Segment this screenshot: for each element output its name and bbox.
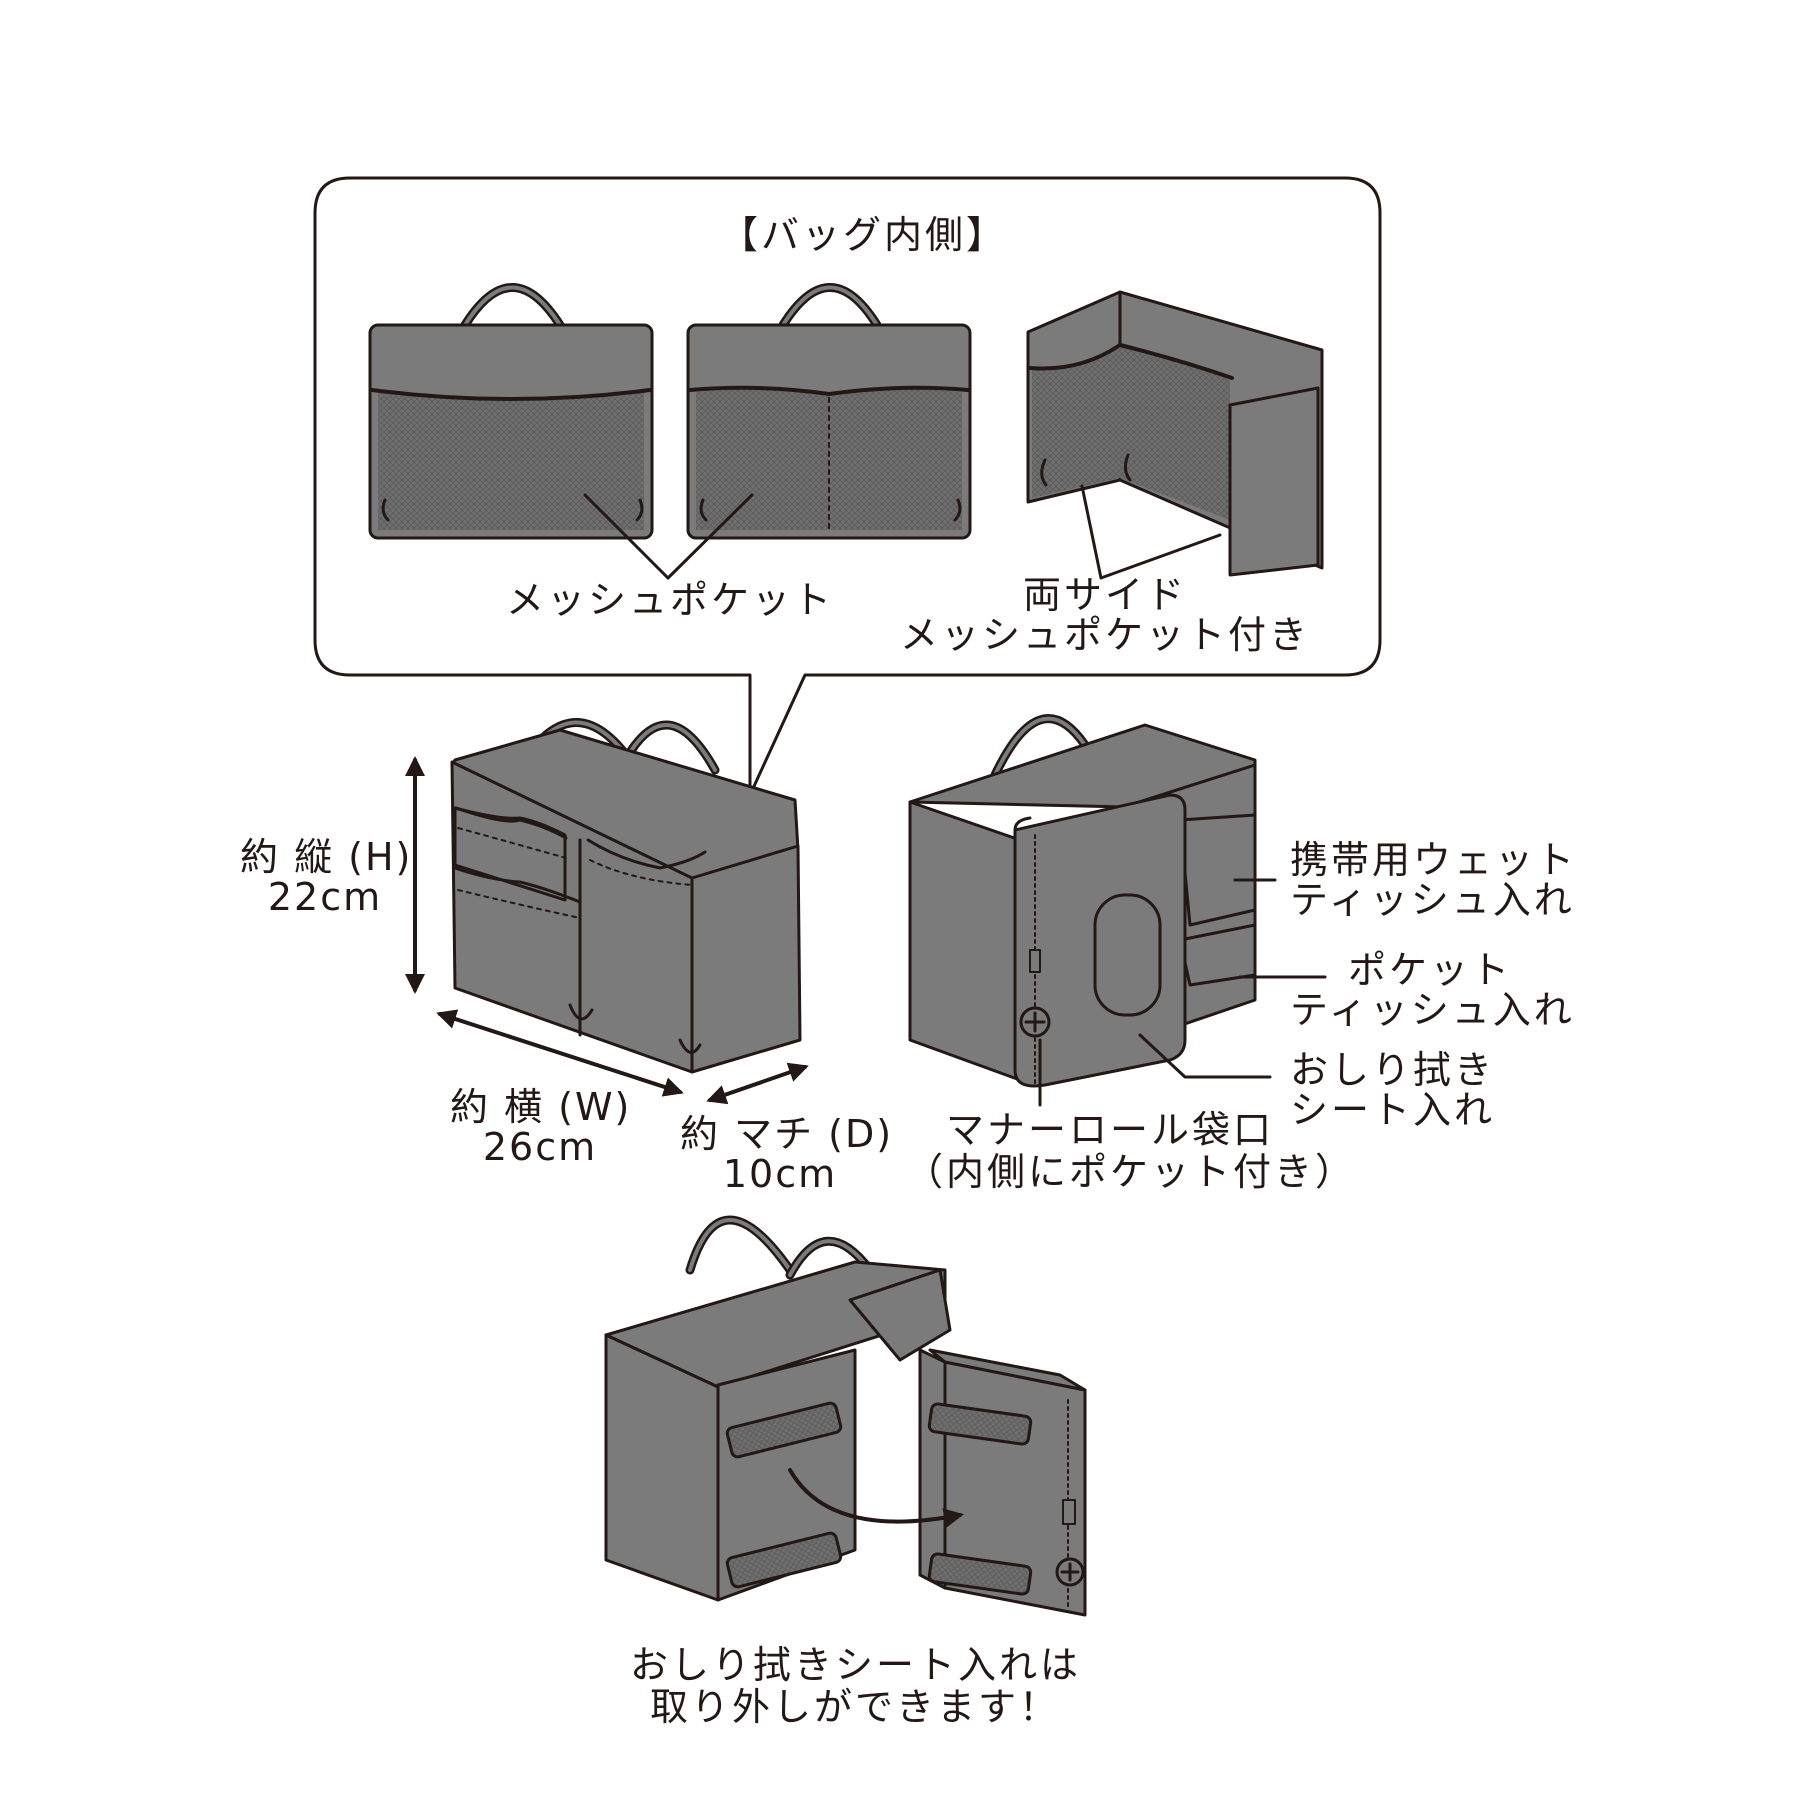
- width-dimension-value: 26cm: [482, 1125, 598, 1169]
- inner-bag-3: [1026, 290, 1324, 577]
- pocket-tissue-label-line1: ポケット: [1348, 948, 1513, 992]
- both-side-label-line2: メッシュポケット付き: [899, 613, 1310, 657]
- wipes-label-line2: シート入れ: [1290, 1088, 1496, 1132]
- wet-tissue-label-line2: ティッシュ入れ: [1290, 878, 1575, 922]
- main-bag-features: [908, 714, 1257, 1088]
- bottom-bag: [604, 1215, 1087, 1617]
- detachable-note-line2: 取り外しができます！: [649, 1685, 1060, 1729]
- wipes-label-line1: おしり拭き: [1290, 1048, 1496, 1092]
- height-dimension-label: 約 縦 (H): [240, 835, 413, 879]
- inner-bag-1: [368, 283, 654, 540]
- manner-roll-label-line1: マナーロール袋口: [945, 1108, 1274, 1152]
- wet-tissue-label-line1: 携帯用ウェット: [1290, 838, 1578, 882]
- manner-roll-label-line2: （内側にポケット付き）: [905, 1150, 1357, 1194]
- dimension-arrows: [405, 756, 809, 1105]
- height-dimension-value: 22cm: [267, 875, 383, 919]
- width-dimension-label: 約 横 (W): [450, 1085, 632, 1129]
- inner-bag-2: [686, 283, 972, 540]
- mesh-pocket-label: メッシュポケット: [505, 578, 834, 622]
- feature-pointer-lines: [1038, 878, 1327, 1107]
- detachable-note-line1: おしり拭きシート入れは: [630, 1643, 1082, 1687]
- main-bag-front: [450, 718, 802, 1074]
- mesh-pointer-lines: [583, 484, 1222, 580]
- depth-dimension-value: 10cm: [722, 1152, 838, 1196]
- depth-dimension-label: 約 マチ (D): [680, 1112, 894, 1156]
- pocket-tissue-label-line2: ティッシュ入れ: [1290, 988, 1575, 1032]
- both-side-label-line1: 両サイド: [1022, 573, 1187, 617]
- callout-title: 【バッグ内側】: [720, 213, 1008, 257]
